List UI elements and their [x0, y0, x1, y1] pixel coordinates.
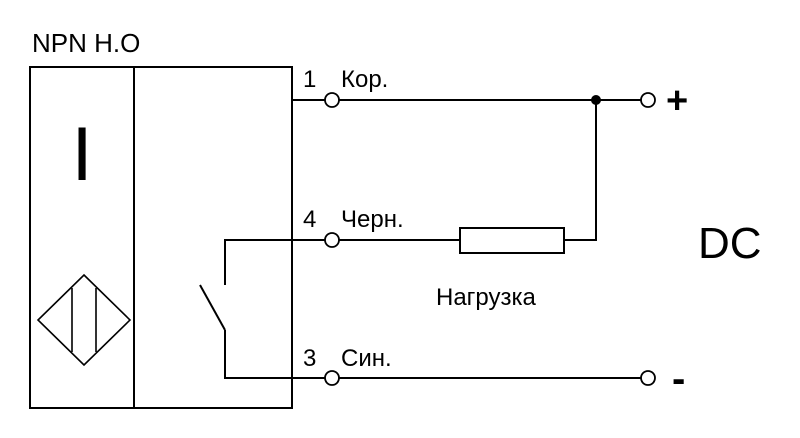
pin4-terminal	[324, 232, 340, 248]
npn-switch	[199, 239, 325, 379]
pin3-number: 3	[303, 345, 316, 372]
pin4-label: Черн.	[341, 206, 404, 233]
load-resistor-icon	[459, 227, 565, 254]
pin4-number: 4	[303, 206, 316, 233]
pin1-label: Кор.	[341, 66, 388, 93]
pin1-terminal	[324, 92, 340, 108]
minus-terminal	[640, 370, 656, 386]
load-return-wire	[564, 100, 597, 241]
load-label: Нагрузка	[436, 284, 537, 311]
minus-sign: -	[672, 357, 685, 401]
sensor-symbol: I	[71, 112, 92, 197]
supply-label: DC	[698, 219, 762, 268]
plus-terminal	[640, 92, 656, 108]
sensor-body	[29, 66, 293, 409]
diagram-title: NPN Н.О	[32, 28, 140, 58]
pin1-number: 1	[303, 66, 316, 93]
pin3-label: Син.	[341, 345, 392, 372]
pin3-terminal	[324, 370, 340, 386]
inductive-coil-icon	[36, 273, 132, 367]
plus-sign: +	[666, 80, 688, 122]
